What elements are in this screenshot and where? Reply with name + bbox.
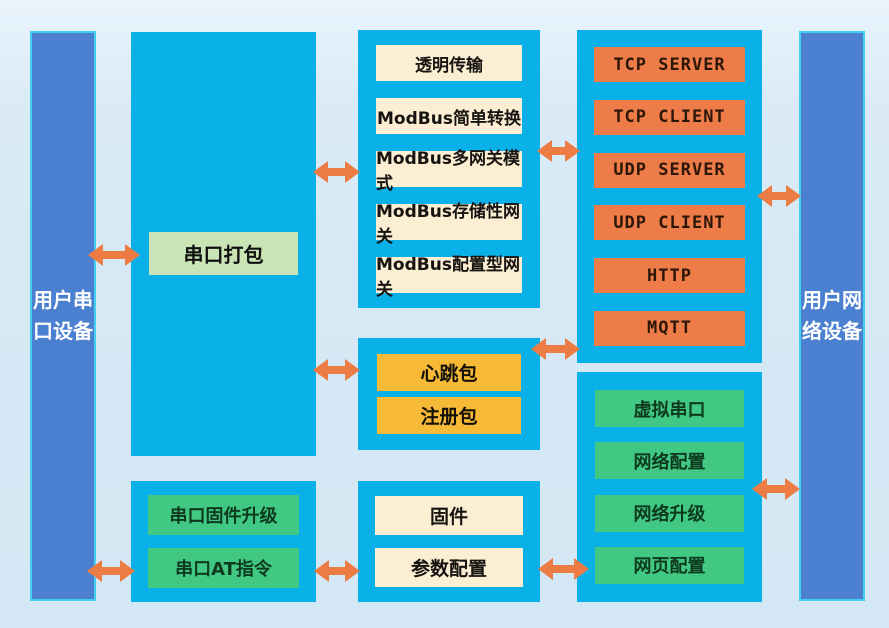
user-network-device-bar: 用户网络设备	[799, 31, 865, 601]
arrow-shaft	[763, 485, 789, 493]
serial-pack-box: 串口打包	[149, 232, 298, 275]
arrow-shaft	[99, 251, 129, 259]
packet-feature-box: 注册包	[377, 397, 521, 434]
network-feature-box: 网络配置	[595, 442, 744, 480]
user-serial-device-bar: 用户串口设备	[30, 31, 96, 601]
arrow-shaft	[768, 192, 790, 200]
arrow-shaft	[324, 366, 349, 374]
protocol-box: HTTP	[594, 258, 745, 294]
arrow-packets-to-protocols-icon	[531, 337, 580, 361]
network-feature-box: 虚拟串口	[595, 390, 744, 427]
arrow-shaft	[98, 567, 124, 575]
protocol-box: UDP SERVER	[594, 152, 745, 188]
protocol-box: TCP CLIENT	[594, 99, 745, 135]
user-serial-device-label: 用户串口设备	[33, 288, 93, 343]
user-network-device-label: 用户网络设备	[802, 288, 862, 343]
arrow-shaft	[325, 567, 349, 575]
serial-pack-panel: 串口打包	[131, 32, 316, 456]
firmware-box: 参数配置	[375, 548, 523, 587]
arrow-transfer-modes-to-protocols-icon	[537, 139, 580, 163]
firmware-box: 固件	[375, 496, 523, 535]
transfer-mode-box: ModBus简单转换	[376, 98, 522, 134]
protocol-box: TCP SERVER	[594, 47, 745, 82]
firmware-panel: 固件参数配置	[358, 481, 540, 602]
network-feature-box: 网络升级	[595, 494, 744, 532]
transfer-mode-box: ModBus多网关模式	[376, 149, 522, 194]
protocol-box: UDP CLIENT	[594, 205, 745, 241]
transfer-mode-box: ModBus配置型网关	[376, 255, 522, 300]
serial-features-panel: 串口固件升级串口AT指令	[131, 481, 316, 602]
arrow-shaft	[549, 565, 578, 573]
serial-feature-box: 串口固件升级	[148, 495, 299, 535]
arrow-serial-pack-to-packets-icon	[313, 358, 360, 382]
arrow-network-features-to-right-device-icon	[752, 477, 800, 501]
network-feature-box: 网页配置	[595, 546, 744, 584]
arrow-firmware-to-network-features-icon	[538, 557, 589, 581]
network-features-panel: 虚拟串口网络配置网络升级网页配置	[577, 372, 762, 602]
arrow-shaft	[324, 168, 349, 176]
transfer-mode-box: ModBus存储性网关	[376, 202, 522, 247]
arrow-left-device-to-serial-pack-icon	[88, 243, 140, 267]
protocols-panel: TCP SERVER TCP CLIENT UDP SERVER UDP CLIENT…	[577, 30, 762, 363]
transfer-mode-box: 透明传输	[376, 45, 522, 81]
arrow-shaft	[542, 345, 569, 353]
arrow-protocols-to-right-device-icon	[757, 184, 801, 208]
protocol-box: MQTT	[594, 310, 745, 346]
arrow-serial-pack-to-transfer-modes-icon	[313, 160, 360, 184]
packet-feature-box: 心跳包	[377, 354, 521, 391]
arrow-serial-features-to-firmware-icon	[314, 559, 360, 583]
packet-features-panel: 心跳包注册包	[358, 338, 540, 450]
arrow-shaft	[548, 147, 569, 155]
serial-feature-box: 串口AT指令	[148, 548, 299, 588]
arrow-left-device-to-serial-features-icon	[87, 559, 135, 583]
transfer-modes-panel: 透明传输 ModBus简单转换 ModBus多网关模式 ModBus存储性网关 ModB…	[358, 30, 540, 308]
